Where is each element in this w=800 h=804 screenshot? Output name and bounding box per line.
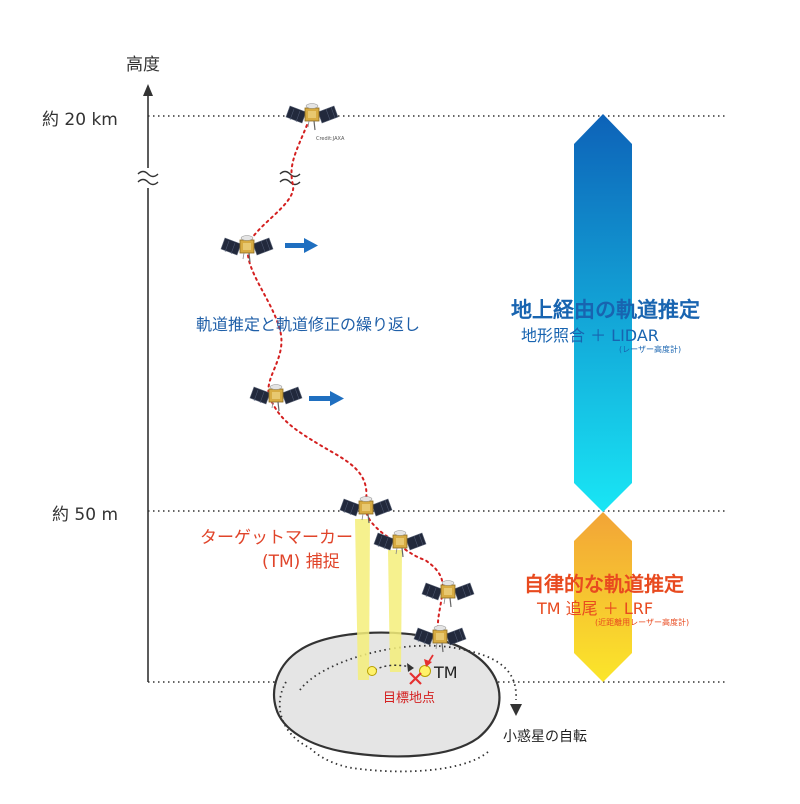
altitude-axis [139, 84, 157, 682]
axis-title: 高度 [126, 55, 160, 75]
spacecraft-icon-20km [285, 102, 339, 131]
lower-arrow-title: 自律的な軌道推定 [524, 572, 684, 596]
rotation-path [299, 644, 517, 701]
tm-beam-2 [388, 550, 402, 672]
lower-estimation-arrow [574, 512, 632, 682]
target-point-label: 目標地点 [383, 691, 436, 706]
upper-arrow-note: (レーザー高度計) [619, 345, 682, 354]
rotation-arrowhead [510, 704, 522, 716]
descent-trajectory [246, 124, 444, 641]
landing-cross-icon [409, 672, 422, 685]
rotation-label: 小惑星の自転 [503, 729, 587, 745]
tick-label-50m: 約 50 m [52, 505, 118, 525]
tm-label: TM [434, 663, 458, 682]
path-break-icon [278, 168, 302, 188]
tick-label-20km: 約 20 km [42, 110, 118, 130]
credit-label: Credit:JAXA [316, 136, 345, 142]
tm-capture-label-line1: ターゲットマーカー [200, 528, 353, 548]
target-marker [419, 665, 431, 677]
spacecraft-icon-3 [249, 384, 303, 412]
velocity-arrow-icon [309, 391, 344, 406]
lower-arrow-subtitle: TM 追尾 ＋ LRF [537, 599, 654, 618]
upper-arrow-title: 地上経由の軌道推定 [511, 298, 700, 322]
tm-capture-label-line2: (TM) 捕捉 [262, 552, 340, 572]
spacecraft-icon-6 [421, 579, 475, 608]
upper-estimation-arrow [574, 114, 632, 512]
tm-beam-1 [355, 519, 370, 680]
velocity-arrow-icon [285, 238, 318, 253]
spacecraft-icon-2 [220, 235, 274, 263]
upper-arrow-subtitle: 地形照合 ＋ LIDAR [521, 326, 659, 345]
orbit-repeat-label: 軌道推定と軌道修正の繰り返し [196, 315, 421, 334]
lower-arrow-note: (近距離用レーザー高度計) [595, 618, 690, 627]
